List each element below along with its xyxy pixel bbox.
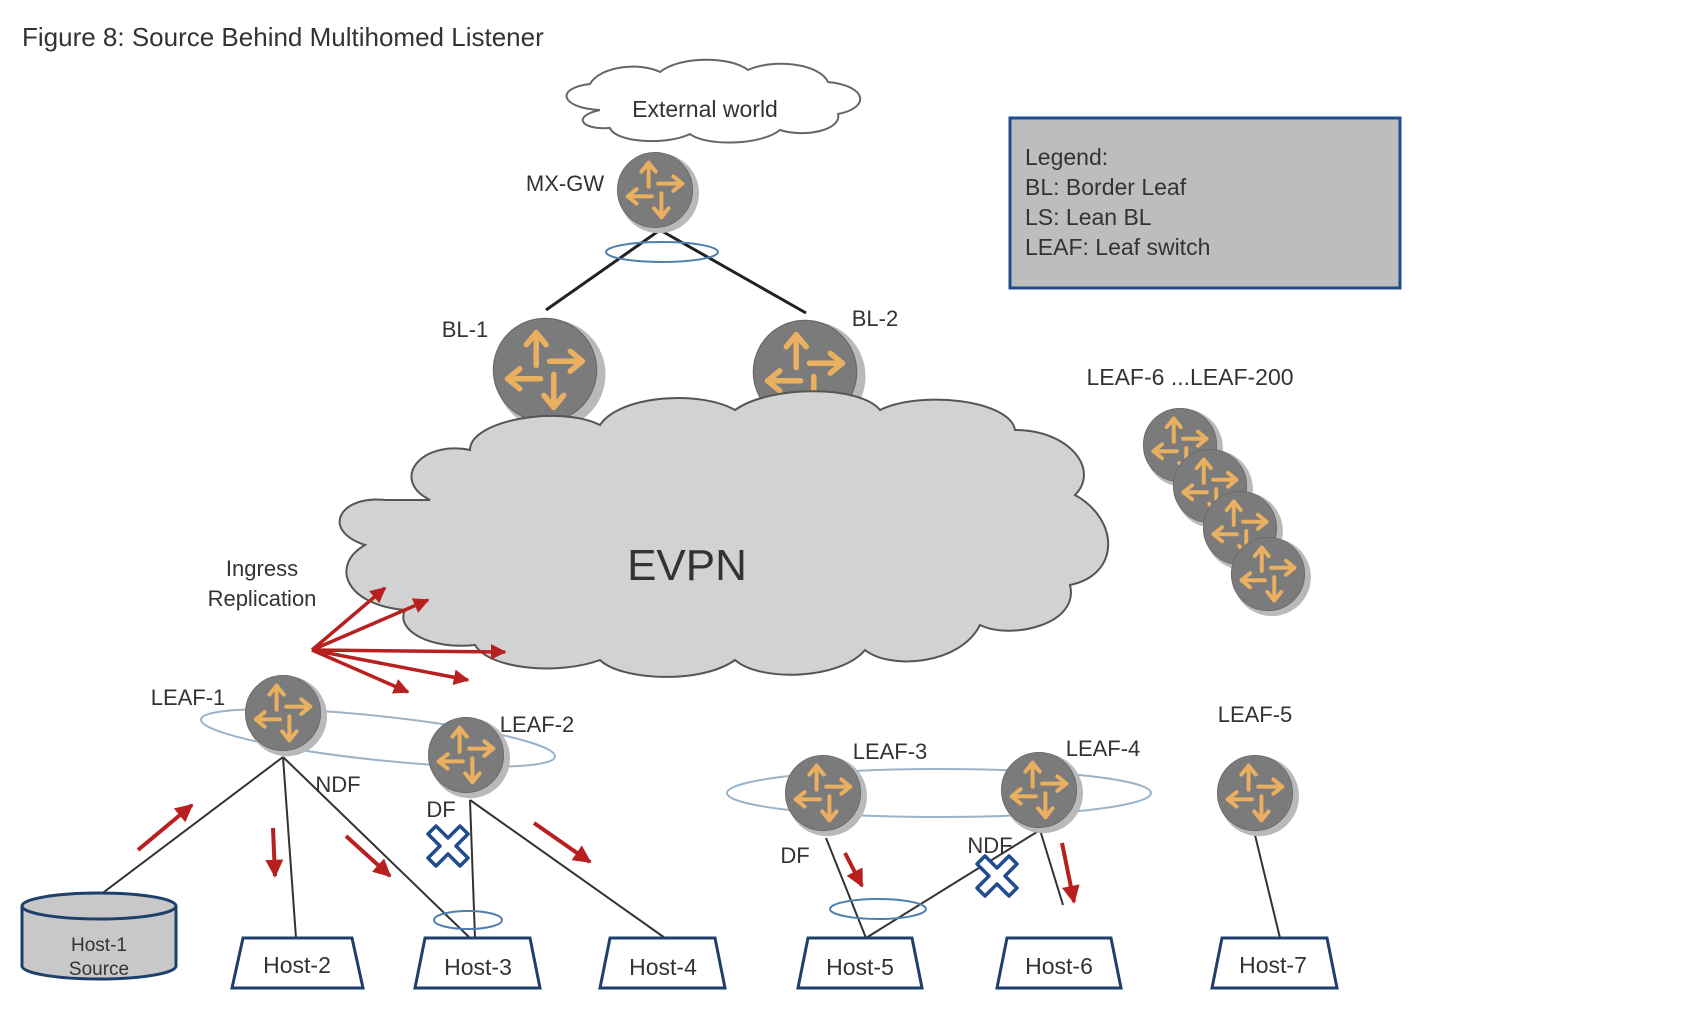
host-1-source: Host-1 Source (20, 891, 178, 981)
legend-box: Legend: BL: Border Leaf LS: Lean BL LEAF… (1008, 116, 1402, 290)
mx-gw-label: MX-GW (526, 171, 604, 196)
evpn-label: EVPN (627, 541, 747, 590)
leaf-6-200-router-stack (1141, 406, 1313, 619)
blocked-x-icon (975, 854, 1019, 898)
host-6: Host-6 (995, 936, 1123, 990)
bl-1-router-icon (493, 318, 605, 429)
mx-gw-router-icon (617, 152, 699, 233)
ingress-label-line2: Replication (208, 586, 317, 611)
leaf-1-label: LEAF-1 (151, 685, 226, 710)
blocked-x-icon (426, 824, 470, 868)
leaf-5-label: LEAF-5 (1218, 702, 1293, 727)
host-links (99, 756, 1281, 939)
ingress-label-line1: Ingress (226, 556, 298, 581)
host-2: Host-2 (230, 936, 365, 990)
leaf-2-label: LEAF-2 (500, 712, 575, 737)
leaf-4-role: NDF (967, 833, 1012, 858)
legend-item: BL: Border Leaf (1025, 174, 1187, 200)
external-world-cloud: External world (565, 58, 861, 144)
host-5: Host-5 (796, 936, 924, 990)
host-7: Host-7 (1210, 936, 1339, 990)
legend-item: LS: Lean BL (1025, 204, 1152, 230)
host-7-label: Host-7 (1239, 952, 1307, 978)
host-4-label: Host-4 (629, 954, 697, 980)
leaf-3-role: DF (780, 843, 809, 868)
bl-2-label: BL-2 (852, 306, 898, 331)
host-3-label: Host-3 (444, 954, 512, 980)
host-3: Host-3 (413, 936, 542, 990)
host-2-label: Host-2 (263, 952, 331, 978)
legend-item: LEAF: Leaf switch (1025, 234, 1210, 260)
legend-heading: Legend: (1025, 144, 1108, 170)
host-3-esi-ellipse (433, 910, 503, 930)
leaf-3-router-icon (785, 755, 867, 836)
traffic-arrows (136, 803, 1080, 904)
leaf-2-role: DF (426, 797, 455, 822)
host-1-label: Host-1 (71, 935, 127, 956)
leaf-4-label: LEAF-4 (1066, 736, 1141, 761)
ingress-replication-arrows (310, 586, 507, 694)
leaf-3-label: LEAF-3 (853, 739, 928, 764)
host-4: Host-4 (598, 936, 727, 990)
external-world-label: External world (632, 96, 778, 122)
host-1-sublabel: Source (69, 959, 129, 980)
host-5-esi-ellipse (829, 898, 927, 920)
mxgw-esi-ellipse (605, 241, 719, 263)
leaf-4-router-icon (1001, 752, 1083, 833)
figure-title: Figure 8: Source Behind Multihomed Liste… (22, 22, 544, 52)
leaf1-leaf2-esi-ellipse (199, 708, 557, 768)
bl-1-label: BL-1 (442, 317, 488, 342)
host-6-label: Host-6 (1025, 953, 1093, 979)
leaf-range-label: LEAF-6 ...LEAF-200 (1086, 364, 1293, 390)
evpn-cloud: EVPN (338, 390, 1110, 678)
link-mxgw-bl2 (659, 228, 807, 315)
leaf3-leaf4-esi-ellipse (726, 768, 1152, 818)
leaf-2-router-icon (428, 717, 510, 798)
leaf-5-router-icon (1217, 755, 1299, 836)
leaf-1-role: NDF (315, 772, 360, 797)
leaf-1-router-icon (245, 675, 327, 756)
host-5-label: Host-5 (826, 954, 894, 980)
